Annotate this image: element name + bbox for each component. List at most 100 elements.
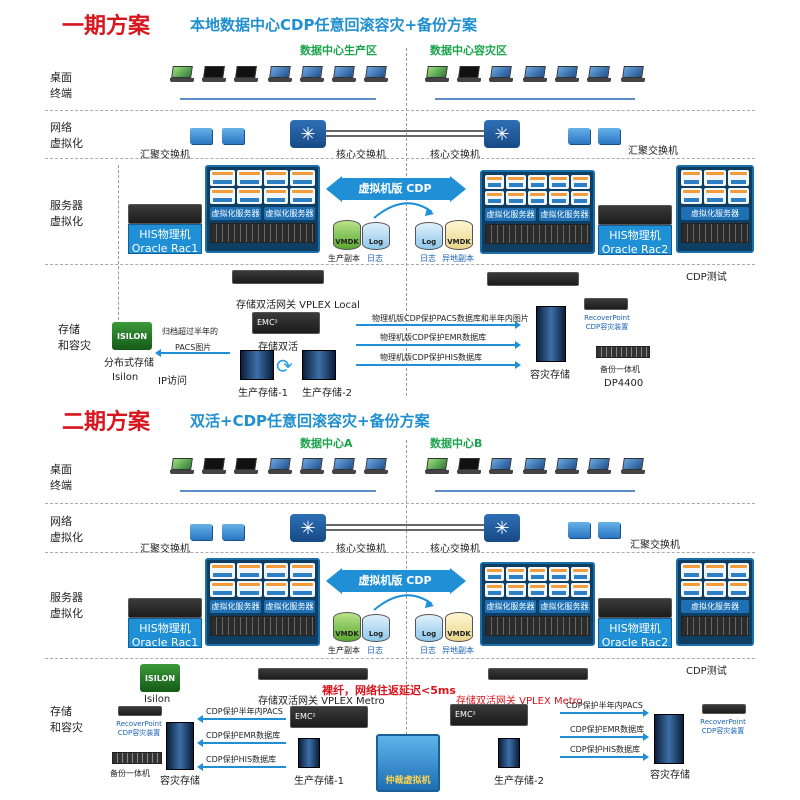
oracle-label: Oracle Rac2 [601, 636, 669, 649]
laptop-icon [425, 458, 449, 474]
archive-arrow [155, 349, 230, 357]
right-his-label: CDP保护HIS数据库 [570, 745, 641, 754]
vm-cdp-bar: 虚拟机版 CDP [340, 178, 450, 200]
remote-copy-label: 异地副本 [442, 646, 474, 655]
arrow-right-emr [560, 733, 649, 741]
aggregation-switch-icon [190, 524, 212, 540]
rp-line-1: RecoverPoint [584, 314, 630, 322]
server-rack [485, 224, 590, 244]
laptop-icon [202, 458, 226, 474]
laptop-icon [457, 458, 481, 474]
archive-note-1: 归档超过半年的 [162, 327, 218, 336]
his-server-right: HIS物理机 Oracle Rac2 [598, 225, 672, 256]
log-label: 日志 [367, 254, 383, 263]
laptop-icon [523, 458, 547, 474]
cdp-arrow-left-icon [326, 176, 342, 202]
his-server-left: HIS物理机 Oracle Rac1 [128, 224, 202, 255]
core-switch-label-left: 核心交换机 [336, 150, 386, 161]
log-cylinder-icon: Log [362, 222, 390, 250]
ip-access-label: IP访问 [158, 376, 187, 387]
log-label: 日志 [420, 254, 436, 263]
row-separator [45, 552, 755, 553]
prod-storage-2-label: 生产存储-2 [494, 776, 544, 787]
cdp-test-label: CDP测试 [686, 272, 727, 283]
core-switch-icon: ✳ [290, 514, 326, 542]
vplex-left-label: 存储双活网关 VPLEX Metro [258, 696, 385, 707]
vm-tiles [482, 172, 593, 208]
vm-tiles [482, 564, 593, 600]
vmdk-cylinder-icon: VMDK [333, 612, 361, 642]
dp4400-label: DP4400 [604, 378, 644, 389]
dr-storage-right-icon [654, 714, 684, 764]
prod-storage-1-icon [298, 738, 320, 768]
vm-tiles [207, 560, 318, 600]
vm-server-label: 虚拟化服务器 [539, 208, 590, 221]
laptop-icon [621, 458, 645, 474]
vmdk-cylinder-icon: VMDK [445, 612, 473, 642]
rp-line-2: CDP容灾装置 [585, 323, 629, 331]
left-emr-label: CDP保护EMR数据库 [206, 731, 281, 740]
server-rack [485, 616, 590, 636]
vplex-appliance-right: EMC² [450, 704, 528, 726]
row-label-desktop: 桌面 终端 [50, 71, 72, 100]
core-switch-icon: ✳ [484, 120, 520, 148]
cdp-arrow-right-icon [450, 568, 466, 594]
laptop-icon [489, 66, 513, 82]
laptop-icon [170, 458, 194, 474]
laptop-icon [268, 66, 292, 82]
vm-tiles [678, 560, 752, 600]
vmdk-cylinder-icon: VMDK [333, 220, 361, 250]
phase1-title: 一期方案 [62, 14, 151, 39]
cdp-arrow-left-icon [326, 568, 342, 594]
vm-server-label: 虚拟化服务器 [264, 600, 315, 613]
core-switch-label-right: 核心交换机 [430, 150, 480, 161]
arrow-left-pacs [197, 715, 286, 723]
arrow-left-emr [197, 739, 286, 747]
desktop-group-right [425, 66, 655, 106]
vm-server-cluster-right: 虚拟化服务器 虚拟化服务器 [480, 562, 595, 646]
vplex-local-label: 存储双活网关 VPLEX Local [236, 300, 360, 311]
arrow-right-his [560, 753, 649, 761]
oracle-label: Oracle Rac2 [601, 243, 669, 256]
vm-cdp-bar: 虚拟机版 CDP [340, 570, 450, 592]
vmdk-cylinder-icon: VMDK [445, 220, 473, 250]
agg-switch-label-left: 汇聚交换机 [140, 544, 190, 555]
his-server-rack-right [598, 205, 672, 225]
phase2-subtitle: 双活+CDP任意回滚容灾+备份方案 [190, 412, 430, 430]
aggregation-switch-icon [568, 128, 590, 144]
log-cylinder-icon: Log [415, 614, 443, 642]
his-server-rack-right [598, 598, 672, 618]
lan-bus [435, 490, 635, 492]
zone-dr: 数据中心容灾区 [430, 44, 507, 57]
vm-tiles [207, 167, 318, 207]
prod-storage-2-icon [498, 738, 520, 768]
vm-server-cluster-left: 虚拟化服务器 虚拟化服务器 [205, 165, 320, 253]
laptop-icon [332, 458, 356, 474]
core-link [326, 135, 484, 137]
isilon-label: Isilon [112, 372, 139, 383]
zone-a: 数据中心A [300, 437, 353, 450]
arbiter-vm: 仲裁虚拟机 [376, 734, 440, 792]
arrow-right-pacs [560, 709, 649, 717]
log-cylinder-icon: Log [415, 222, 443, 250]
laptop-icon [555, 458, 579, 474]
core-switch-icon: ✳ [290, 120, 326, 148]
arrow-his [356, 361, 521, 369]
laptop-icon [523, 66, 547, 82]
archive-note-2: PACS图片 [175, 343, 212, 352]
rp-line-1: RecoverPoint [700, 718, 746, 726]
his-server-rack-left [128, 204, 202, 224]
recoverpoint-appliance-left [118, 706, 162, 716]
fiber-latency-note: 裸纤，网络往返延迟<5ms [322, 684, 456, 697]
arrow-left-his [197, 763, 286, 771]
arrow-label-pacs: 物理机版CDP保护PACS数据库和半年内图片 [372, 314, 529, 323]
agg-switch-label-right: 汇聚交换机 [628, 146, 678, 157]
prod-storage-2-label: 生产存储-2 [302, 388, 352, 399]
arrow-pacs [356, 321, 521, 329]
core-link [326, 130, 484, 132]
vplex-appliance: EMC² [252, 312, 320, 334]
agg-switch-label-left: 汇聚交换机 [140, 150, 190, 161]
laptop-icon [170, 66, 194, 82]
cdp-appliance-left [258, 668, 368, 680]
prod-storage-1-icon [240, 350, 274, 380]
